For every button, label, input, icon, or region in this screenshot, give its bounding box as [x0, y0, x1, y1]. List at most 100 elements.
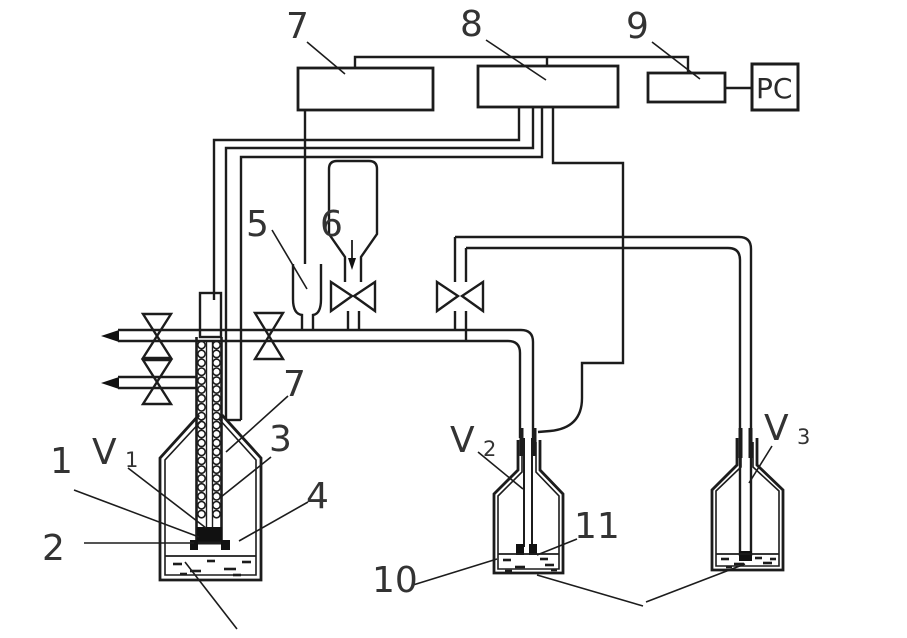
flange-bolt-left — [190, 540, 198, 550]
column-bottom-element — [197, 527, 222, 542]
label-7-top: 7 — [286, 6, 309, 47]
leader-7-top — [306, 41, 346, 75]
valve-left-top — [140, 312, 174, 360]
v2-inner-wall — [497, 442, 560, 570]
coil-ring — [197, 473, 207, 483]
coil-ring — [212, 482, 222, 492]
coil-ring — [197, 402, 207, 412]
valve-right — [435, 237, 485, 341]
coil-ring — [212, 340, 222, 350]
instrument-box-9 — [646, 71, 727, 104]
coil-ring — [212, 473, 222, 483]
coil-ring — [212, 376, 222, 386]
vessel-v3 — [710, 428, 785, 572]
coil-ring — [197, 465, 207, 475]
bottom-leaders — [536, 563, 746, 607]
sensor-line-well-left — [224, 107, 535, 420]
sensor-line-chimney — [212, 107, 521, 300]
label-leaders — [73, 39, 773, 586]
leader-1 — [73, 489, 200, 538]
v3-inner-wall — [715, 442, 780, 567]
v1-outer-wall — [158, 414, 263, 582]
leader-v3 — [748, 445, 773, 484]
metering-cup-5 — [291, 264, 323, 331]
label-v1: V 1 — [92, 432, 138, 473]
sensor-line-well-right — [239, 107, 544, 420]
coil-ring — [197, 509, 207, 519]
coil-ring — [212, 393, 222, 403]
coil-rings — [197, 340, 222, 519]
label-9-top: 9 — [626, 6, 649, 47]
leader-10 — [412, 558, 498, 586]
vessel-v1 — [158, 414, 263, 630]
leader-9-top — [651, 41, 701, 80]
label-11: 11 — [574, 506, 620, 547]
coil-ring — [197, 367, 207, 377]
label-pc: PC — [756, 72, 792, 105]
sensor-lines — [212, 107, 625, 434]
coil-ring — [197, 491, 207, 501]
valve-center — [252, 311, 286, 361]
label-6: 6 — [320, 204, 343, 245]
v2-liquid-dashes — [503, 557, 557, 573]
v3-bottom-leader — [645, 563, 746, 603]
coil-ring — [197, 340, 207, 350]
main-pipe — [118, 328, 535, 438]
feed-funnel-6 — [327, 159, 379, 331]
coil-ring — [197, 482, 207, 492]
v2-outer-wall — [492, 440, 565, 575]
coil-ring — [197, 438, 207, 448]
v1-bottom-leader — [184, 561, 238, 630]
upper-pipe — [455, 235, 753, 556]
upper-pipe-outer — [455, 235, 753, 556]
coil-ring — [212, 411, 222, 421]
label-v3: V 3 — [764, 408, 810, 449]
coil-ring — [197, 429, 207, 439]
v2-sparger-left — [516, 544, 524, 555]
coil-ring — [212, 402, 222, 412]
label-4: 4 — [306, 476, 329, 517]
v3-outer-wall — [710, 438, 785, 572]
sensor-line-v2 — [537, 107, 625, 434]
leader-7-column — [225, 395, 289, 453]
coil-ring — [212, 456, 222, 466]
coil-ring — [212, 349, 222, 359]
vessel-v2 — [492, 428, 565, 575]
coil-ring — [212, 447, 222, 457]
leader-4 — [238, 501, 309, 542]
upper-pipe-inner — [466, 246, 742, 556]
control-boxes — [296, 55, 800, 264]
v1-liquid-dashes — [173, 559, 251, 577]
flange-bolt-right — [221, 540, 230, 550]
coil-ring — [197, 384, 207, 394]
label-7-column: 7 — [283, 364, 306, 405]
coil-ring — [197, 393, 207, 403]
coil-ring — [197, 447, 207, 457]
column-chimney — [198, 291, 223, 339]
coil-ring — [197, 500, 207, 510]
leader-8-top — [485, 39, 547, 81]
valve-left-bottom — [140, 358, 174, 406]
coil-ring — [212, 491, 222, 501]
v3-tube-foot — [739, 551, 752, 561]
left-outlets — [101, 312, 196, 406]
label-5: 5 — [246, 204, 269, 245]
flow-arrow-top — [101, 330, 119, 342]
coil-ring — [212, 438, 222, 448]
valve-funnel — [329, 279, 377, 314]
coil-ring — [197, 456, 207, 466]
main-pipe-inner — [118, 339, 522, 438]
coil-ring — [212, 429, 222, 439]
leader-v1 — [127, 467, 207, 529]
leader-3 — [220, 456, 272, 498]
coil-column — [190, 291, 230, 550]
label-2: 2 — [42, 528, 65, 569]
leader-v2 — [477, 451, 524, 490]
leader-11 — [536, 538, 578, 556]
instrument-box-8 — [476, 64, 620, 109]
feed-direction-arrow — [348, 240, 356, 270]
v3-liquid-dashes — [721, 556, 776, 569]
coil-ring — [212, 465, 222, 475]
coil-ring — [212, 420, 222, 430]
